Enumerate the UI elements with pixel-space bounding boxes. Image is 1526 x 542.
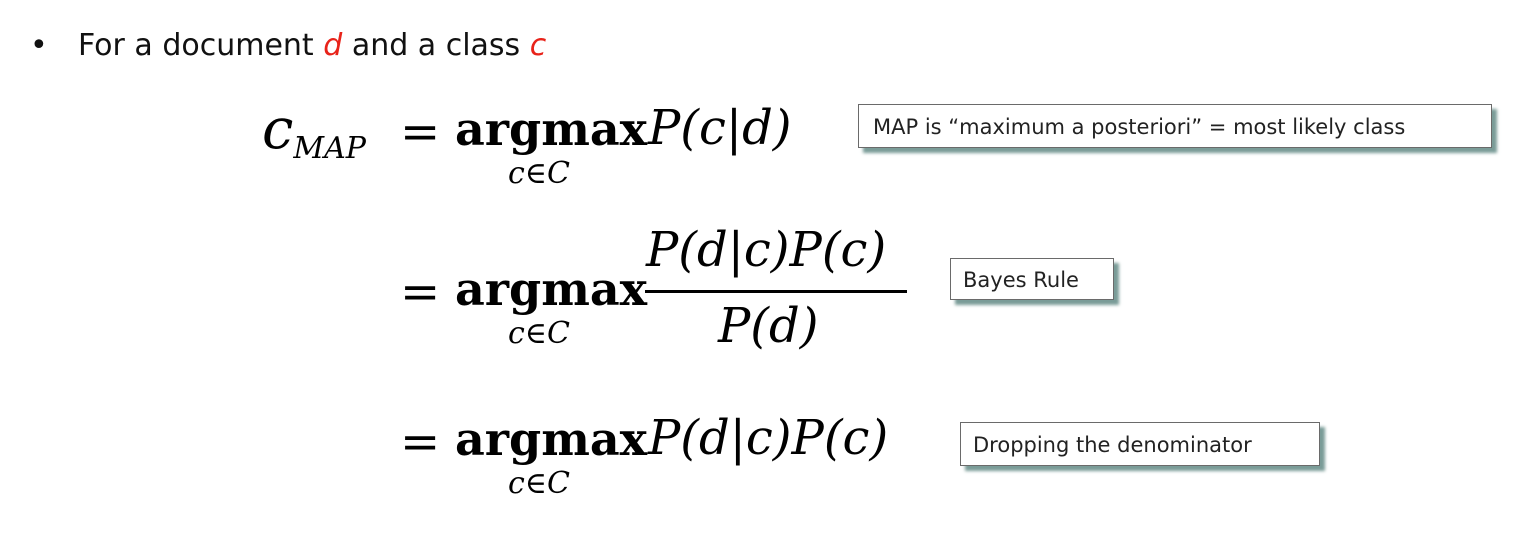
lhs-base: c [262,97,294,162]
argmax-1: argmax [455,102,648,156]
lhs-subscript: MAP [293,131,366,166]
fraction-bar [645,290,907,293]
variable-d: d [323,28,343,63]
variable-c: c [529,28,547,63]
likelihood-prior-expression: P(d|c)P(c) [648,410,889,466]
argmax-subscript-1: c∈C [508,156,570,191]
map-callout: MAP is “maximum a posteriori” = most lik… [858,104,1492,148]
bullet-text-middle: and a class [342,28,530,63]
bayes-rule-callout: Bayes Rule [950,258,1114,300]
argmax-3: argmax [455,412,648,466]
equals-sign-2: = [400,264,441,320]
bullet-symbol: • [30,28,48,63]
fraction-numerator: P(d|c)P(c) [646,222,887,278]
fraction-denominator: P(d) [718,298,819,354]
bullet-text-before: For a document [78,28,324,63]
bullet-line: • For a document d and a class c [30,28,546,63]
argmax-subscript-2: c∈C [508,316,570,351]
equals-sign-3: = [400,414,441,470]
equals-sign-1: = [400,104,441,160]
argmax-subscript-3: c∈C [508,466,570,501]
argmax-2: argmax [455,262,648,316]
dropping-denominator-callout: Dropping the denominator [960,422,1320,466]
equation-lhs: cMAP [262,90,366,189]
posterior-expression: P(c|d) [648,100,792,156]
